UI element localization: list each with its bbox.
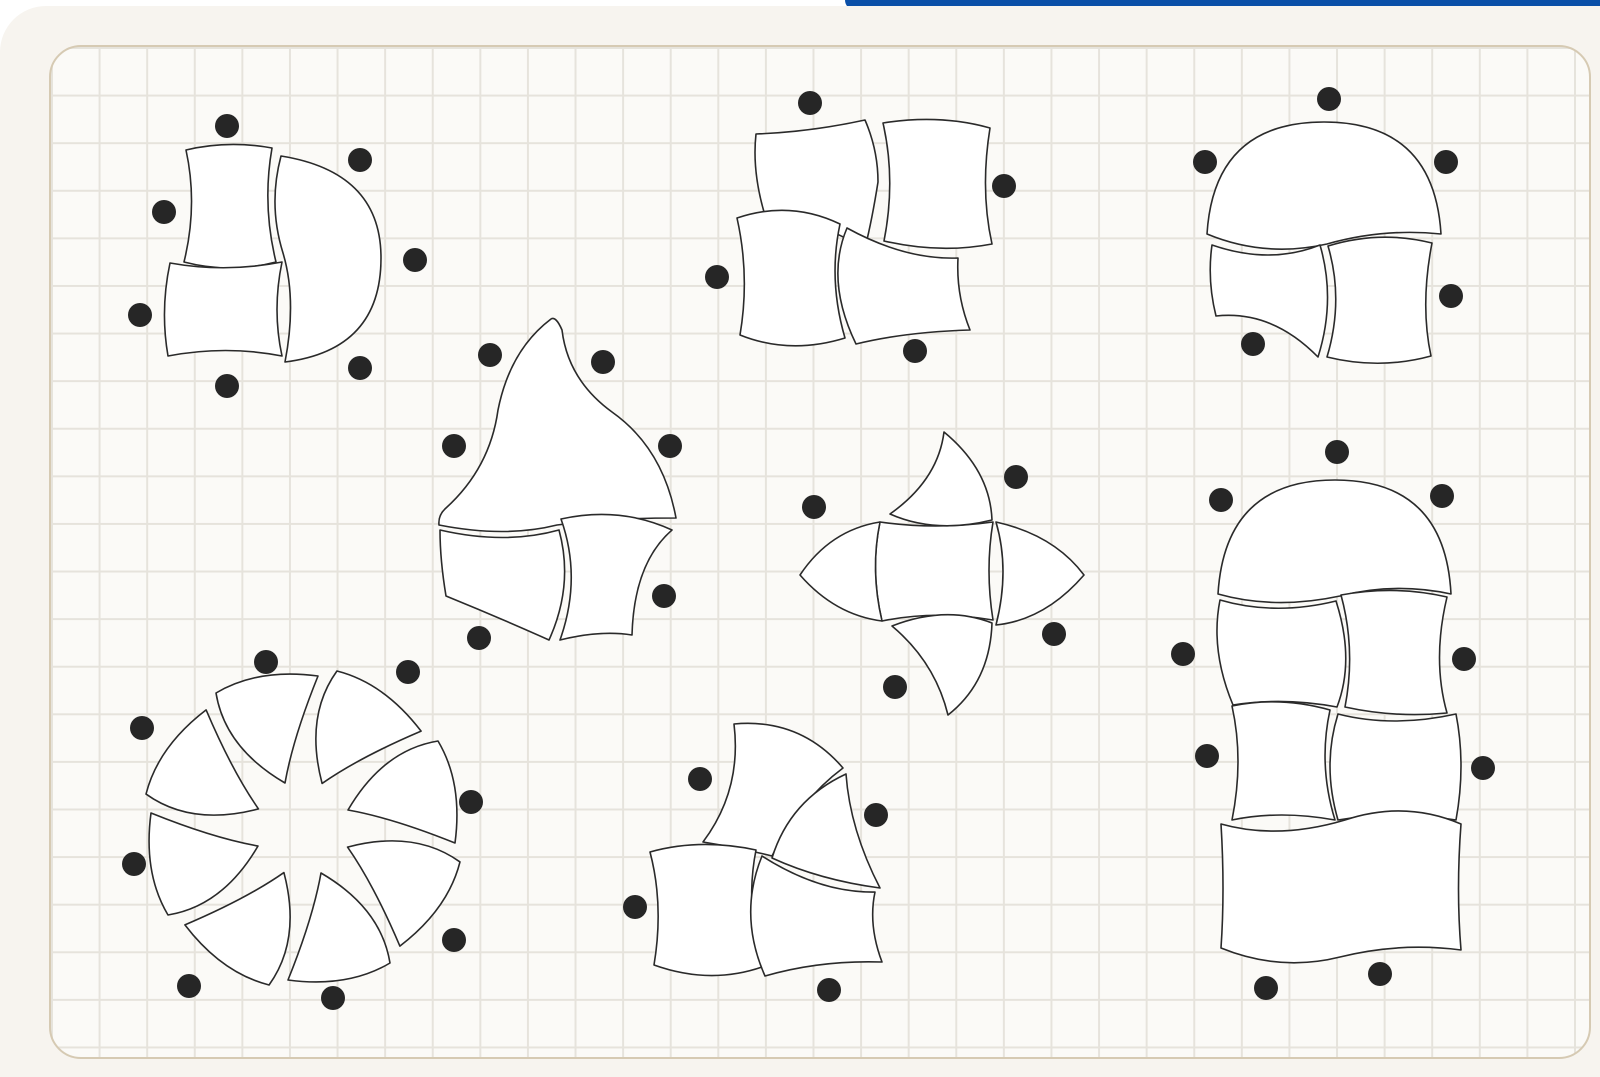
- table: [883, 119, 992, 248]
- group-bottom-center[interactable]: [623, 723, 888, 1002]
- table: [892, 615, 992, 715]
- group-top-left[interactable]: [128, 114, 427, 398]
- table: [440, 530, 565, 640]
- seat: [442, 928, 466, 952]
- table: [184, 144, 276, 268]
- seat: [1004, 465, 1028, 489]
- table: [890, 432, 992, 526]
- seat: [130, 716, 154, 740]
- seat: [992, 174, 1016, 198]
- seat: [1254, 976, 1278, 1000]
- seat: [1193, 150, 1217, 174]
- seat: [1439, 284, 1463, 308]
- seat: [396, 660, 420, 684]
- seat: [321, 986, 345, 1010]
- seat: [652, 584, 676, 608]
- seat: [688, 767, 712, 791]
- seat: [459, 790, 483, 814]
- seat: [215, 114, 239, 138]
- seat: [1434, 150, 1458, 174]
- seat: [591, 350, 615, 374]
- table: [650, 844, 762, 975]
- seat: [442, 434, 466, 458]
- seat: [215, 374, 239, 398]
- seat: [1325, 440, 1349, 464]
- table: [1327, 237, 1432, 363]
- seat: [1241, 332, 1265, 356]
- table: [275, 156, 381, 362]
- table: [737, 210, 845, 346]
- seat: [122, 852, 146, 876]
- seat: [1430, 484, 1454, 508]
- seat: [467, 626, 491, 650]
- table: [560, 514, 672, 640]
- seat: [1471, 756, 1495, 780]
- group-center-star[interactable]: [800, 432, 1084, 715]
- table: [1218, 480, 1451, 603]
- seat: [817, 978, 841, 1002]
- table: [164, 262, 282, 356]
- group-top-center[interactable]: [705, 91, 1016, 363]
- table: [1210, 245, 1327, 357]
- table: [1207, 122, 1441, 249]
- seat: [177, 974, 201, 998]
- seat: [348, 148, 372, 172]
- seat: [1452, 647, 1476, 671]
- group-top-right[interactable]: [1193, 87, 1463, 363]
- table: [1330, 714, 1461, 820]
- table: [439, 318, 676, 531]
- table: [800, 522, 882, 621]
- seat: [623, 895, 647, 919]
- seat: [903, 339, 927, 363]
- seat: [705, 265, 729, 289]
- seat: [348, 356, 372, 380]
- seat: [883, 675, 907, 699]
- seat: [802, 495, 826, 519]
- seat: [1042, 622, 1066, 646]
- table: [1232, 702, 1335, 820]
- seat: [1209, 488, 1233, 512]
- seat: [403, 248, 427, 272]
- group-middle-left[interactable]: [439, 318, 682, 650]
- seat: [128, 303, 152, 327]
- table: [1221, 811, 1461, 963]
- table: [875, 522, 993, 621]
- group-ring[interactable]: [133, 658, 474, 999]
- seat: [1317, 87, 1341, 111]
- seat: [254, 650, 278, 674]
- seat: [1368, 962, 1392, 986]
- seat: [1195, 744, 1219, 768]
- group-right-tall[interactable]: [1171, 440, 1495, 1000]
- seat: [864, 803, 888, 827]
- seat: [798, 91, 822, 115]
- seat: [478, 343, 502, 367]
- seat: [152, 200, 176, 224]
- table: [1217, 600, 1346, 707]
- seat: [1171, 642, 1195, 666]
- table: [996, 522, 1084, 625]
- seat: [658, 434, 682, 458]
- table: [1341, 590, 1447, 714]
